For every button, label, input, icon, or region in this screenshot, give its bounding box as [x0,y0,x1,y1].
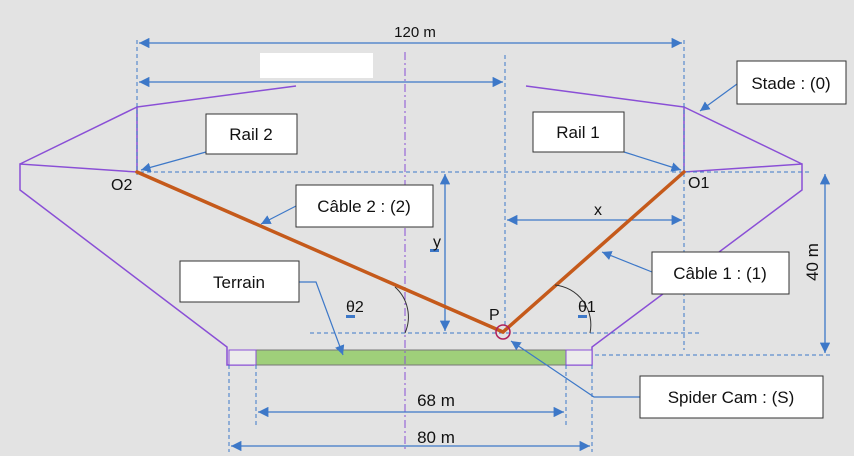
var-theta1-label: θ1 [578,299,596,316]
point-p-label: P [489,307,500,324]
field-side-right [565,349,593,366]
point-o2-label: O2 [111,177,132,194]
callout-rail1: Rail 1 [532,111,625,153]
field-side-left [228,349,257,366]
spidercam-marker [495,324,511,340]
cable-1 [501,170,686,334]
svg-text:Câble 2 : (2): Câble 2 : (2) [317,197,411,216]
variable-marks [346,249,587,318]
cable-2 [135,170,505,334]
svg-text:Rail 1: Rail 1 [556,123,599,142]
callout-leaders [140,83,738,398]
point-o1-label: O1 [688,175,709,192]
callout-stade: Stade : (0) [736,60,847,105]
dim-120m-label: 120 m [394,24,436,41]
hidden-label-box [260,53,373,78]
var-y-label: y [433,234,441,251]
svg-text:Stade : (0): Stade : (0) [751,74,830,93]
cables [135,170,686,334]
theta2-arc [394,286,409,334]
callout-cable2: Câble 2 : (2) [295,184,434,228]
svg-text:Rail 2: Rail 2 [229,125,272,144]
callout-cable1: Câble 1 : (1) [651,251,790,295]
dim-68m-label: 68 m [417,391,455,410]
svg-text:Câble 1 : (1): Câble 1 : (1) [673,264,767,283]
callout-rail2: Rail 2 [205,113,298,155]
field [255,349,567,366]
var-theta2-label: θ2 [346,299,364,316]
svg-text:Terrain: Terrain [213,273,265,292]
var-x-label: x [594,202,602,219]
callout-terrain: Terrain [179,260,300,303]
theta1-arc [554,284,592,334]
svg-text:Spider Cam : (S): Spider Cam : (S) [668,388,795,407]
dim-80m-label: 80 m [417,428,455,447]
guide-lines [136,40,830,452]
dimension-arrows [139,37,831,452]
callout-spidercam: Spider Cam : (S) [639,375,824,419]
dim-40m-label: 40 m [803,243,822,281]
